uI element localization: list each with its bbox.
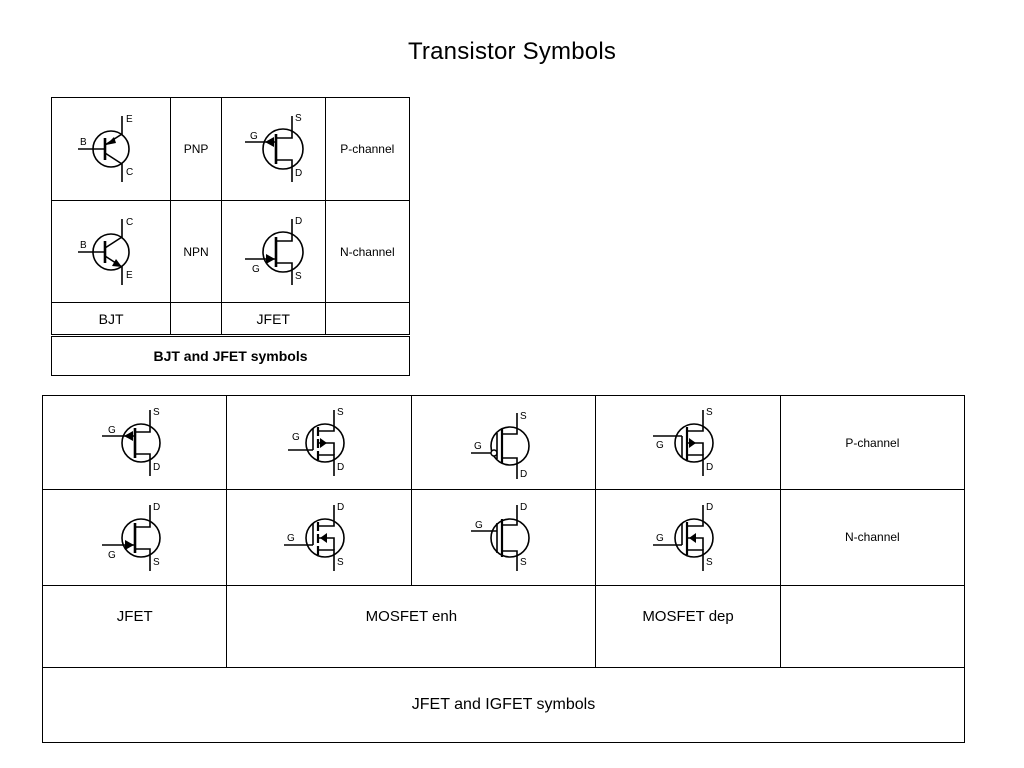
n-jfet-cell: G D S: [41, 489, 228, 586]
p-channel-label: P-channel: [324, 97, 411, 201]
n-mosfet-enh-cell: G D S: [226, 489, 412, 586]
drain-pin-label: D: [520, 469, 527, 480]
gate-pin-label: G: [292, 432, 300, 443]
p-mosfet-enh-alt-cell: G S D: [410, 395, 597, 490]
source-pin-label: S: [295, 113, 302, 124]
drain-pin-label: D: [295, 168, 302, 179]
p-jfet-symbol-cell: G S D: [220, 97, 326, 201]
source-pin-label: S: [153, 557, 160, 568]
base-pin-label: B: [80, 137, 87, 148]
page-title: Transistor Symbols: [407, 38, 617, 65]
gate-pin-label: G: [475, 520, 483, 531]
p-channel-mosfet-enh-symbol: G S D: [470, 411, 530, 480]
table-caption: BJT and JFET symbols: [51, 334, 410, 376]
p-mosfet-enh-cell: G S D: [226, 395, 412, 490]
gate-pin-label: G: [108, 425, 116, 436]
npn-symbol-cell: B C E: [50, 200, 172, 303]
mosfet-enh-column-label: MOSFET enh: [226, 585, 597, 668]
gate-pin-label: G: [250, 131, 258, 142]
npn-label: NPN: [170, 200, 222, 303]
source-pin-label: S: [520, 557, 527, 568]
n-mosfet-enh-alt-cell: G D S: [410, 489, 597, 586]
n-channel-label: N-channel: [324, 200, 411, 303]
base-pin-label: B: [80, 240, 87, 251]
n-channel-jfet-symbol: G D S: [245, 216, 305, 285]
source-pin-label: S: [706, 407, 713, 418]
source-pin-label: S: [520, 411, 527, 422]
n-mosfet-dep-cell: G D S: [595, 489, 781, 586]
npn-transistor-symbol: B C E: [78, 217, 133, 285]
drain-pin-label: D: [295, 216, 302, 227]
source-pin-label: S: [337, 557, 344, 568]
bjt-jfet-table: B E C PNP G S D P-channel: [50, 97, 411, 376]
p-channel-label: P-channel: [779, 395, 966, 490]
n-jfet-symbol-cell: G D S: [220, 200, 326, 303]
p-channel-jfet-symbol: G S D: [245, 113, 305, 182]
drain-pin-label: D: [337, 462, 344, 473]
n-channel-mosfet-dep-symbol: G D S: [653, 502, 714, 571]
drain-pin-label: D: [706, 462, 713, 473]
source-pin-label: S: [295, 271, 302, 282]
source-pin-label: S: [337, 407, 344, 418]
source-pin-label: S: [706, 557, 713, 568]
collector-pin-label: C: [126, 167, 133, 178]
drain-pin-label: D: [337, 502, 344, 513]
p-channel-mosfet-enh-substrate-symbol: G S D: [288, 407, 345, 476]
gate-pin-label: G: [474, 441, 482, 452]
collector-pin-label: C: [126, 217, 133, 228]
drain-pin-label: D: [520, 502, 527, 513]
emitter-pin-label: E: [126, 114, 133, 125]
drain-pin-label: D: [706, 502, 713, 513]
bjt-column-label: BJT: [50, 302, 172, 336]
n-channel-mosfet-enh-substrate-symbol: G D S: [284, 502, 345, 571]
gate-pin-label: G: [287, 533, 295, 544]
n-channel-label: N-channel: [779, 489, 966, 586]
jfet-igfet-table: G S D G S D: [41, 395, 966, 743]
gate-pin-label: G: [108, 550, 116, 561]
pnp-label: PNP: [170, 97, 222, 201]
p-channel-mosfet-dep-symbol: G S D: [653, 407, 714, 476]
gate-pin-label: G: [656, 533, 664, 544]
n-channel-mosfet-enh-symbol: G D S: [470, 502, 530, 571]
drain-pin-label: D: [153, 502, 160, 513]
source-pin-label: S: [153, 407, 160, 418]
pnp-symbol-cell: B E C: [50, 97, 172, 201]
table-caption: JFET and IGFET symbols: [42, 667, 965, 743]
jfet-column-label: JFET: [220, 302, 326, 336]
p-channel-jfet-symbol: G S D: [101, 407, 161, 476]
gate-pin-label: G: [252, 264, 260, 275]
jfet-column-label: JFET: [41, 585, 228, 668]
gate-pin-label: G: [656, 440, 664, 451]
mosfet-dep-column-label: MOSFET dep: [595, 585, 781, 668]
emitter-pin-label: E: [126, 270, 133, 281]
pnp-transistor-symbol: B E C: [78, 114, 133, 182]
drain-pin-label: D: [153, 462, 160, 473]
p-jfet-cell: G S D: [41, 395, 228, 490]
n-channel-jfet-symbol: G D S: [101, 502, 161, 571]
p-mosfet-dep-cell: G S D: [595, 395, 781, 490]
